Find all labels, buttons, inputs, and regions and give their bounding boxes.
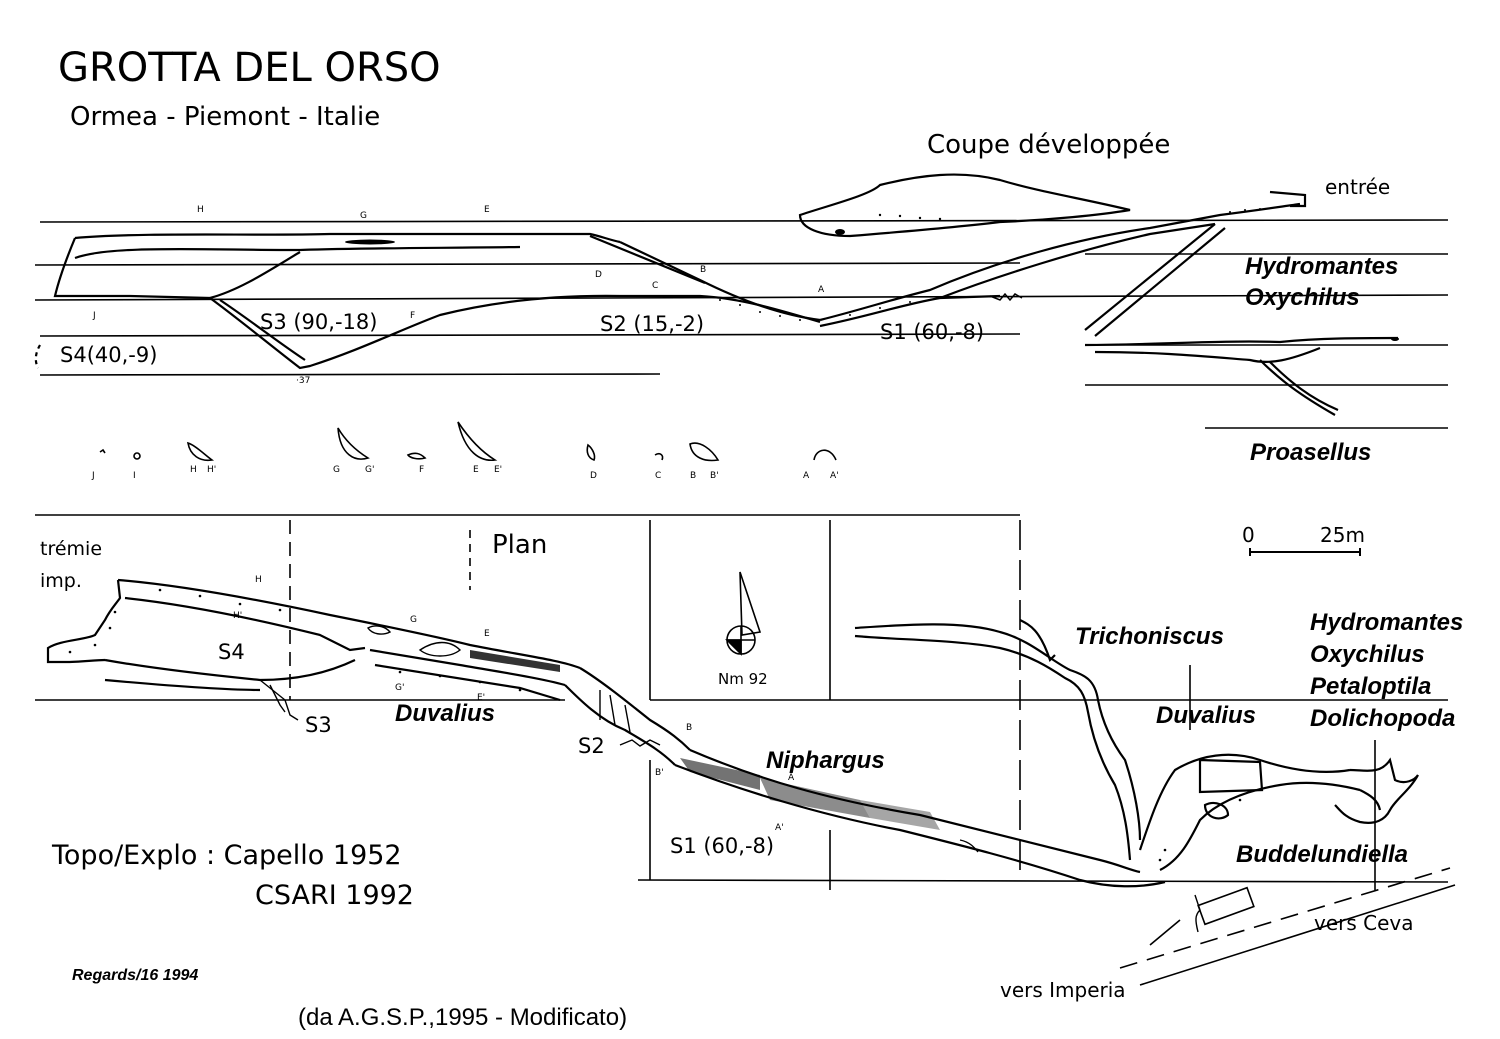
fauna-proasellus: Proasellus <box>1250 439 1372 466</box>
plan-cave-outline <box>46 578 1419 888</box>
grid-line <box>39 373 661 376</box>
svg-text:B': B' <box>655 768 664 778</box>
svg-text:H: H <box>197 205 204 215</box>
sump-label-s3: S3 (90,-18) <box>260 310 378 334</box>
svg-text:A': A' <box>775 823 784 833</box>
entrance-label: entrée <box>1325 175 1391 199</box>
survey-credit-2: CSARI 1992 <box>255 880 414 911</box>
grid-line <box>34 262 1021 266</box>
sump-label-s1: S1 (60,-8) <box>880 320 985 344</box>
road-vers-imperia: vers Imperia <box>1000 978 1126 1002</box>
svg-text:A: A <box>788 773 795 783</box>
svg-text:D: D <box>595 270 602 280</box>
svg-text:H': H' <box>207 465 216 475</box>
svg-text:B: B <box>690 471 696 481</box>
svg-text:E: E <box>484 205 490 215</box>
north-label: Nm 92 <box>718 670 768 688</box>
terminal-label-imp: imp. <box>40 570 82 592</box>
fauna-niphargus: Niphargus <box>766 747 885 774</box>
fauna-petaloptila: Petaloptila <box>1310 673 1432 700</box>
svg-text:G': G' <box>395 683 404 693</box>
svg-text:H: H <box>255 575 262 585</box>
map-subtitle: Ormea - Piemont - Italie <box>70 102 381 132</box>
svg-text:G: G <box>333 465 340 475</box>
svg-text:F: F <box>419 465 424 475</box>
road-vers-ceva: vers Ceva <box>1314 911 1414 935</box>
scale-zero: 0 <box>1242 523 1255 547</box>
svg-text:J: J <box>92 311 96 321</box>
svg-text:A': A' <box>830 471 839 481</box>
north-arrow <box>725 571 762 656</box>
svg-text:A: A <box>818 285 825 295</box>
svg-text:D: D <box>590 471 597 481</box>
fauna-oxychilus-plan: Oxychilus <box>1310 641 1425 668</box>
fauna-trichoniscus: Trichoniscus <box>1075 623 1224 650</box>
plan-sump-s4: S4 <box>218 640 245 664</box>
source-credit: (da A.G.S.P.,1995 - Modificato) <box>298 1004 628 1031</box>
publication-credit: Regards/16 1994 <box>72 967 199 984</box>
plan-dots <box>68 588 1242 862</box>
terminal-label-trémie: trémie <box>40 538 103 560</box>
svg-text:E: E <box>484 629 490 639</box>
section-title: Coupe développée <box>927 130 1171 160</box>
plan-title: Plan <box>492 530 548 560</box>
svg-text:J: J <box>91 471 95 481</box>
svg-text:E': E' <box>494 465 502 475</box>
svg-text:F: F <box>410 311 415 321</box>
fauna-hydromantes-profile: Hydromantes <box>1245 253 1399 280</box>
svg-text:B: B <box>686 723 692 733</box>
svg-text:·37: ·37 <box>296 376 310 386</box>
sump-label-s4: S4(40,-9) <box>60 343 158 367</box>
svg-text:I: I <box>133 471 136 481</box>
grid-lines <box>34 219 1449 890</box>
svg-text:G: G <box>410 615 417 625</box>
plan-sump-s3: S3 <box>305 713 332 737</box>
svg-text:H: H <box>190 465 197 475</box>
profile-fill <box>345 229 1399 341</box>
fauna-hydromantes-plan: Hydromantes <box>1310 609 1464 636</box>
fauna-duvalius-right: Duvalius <box>1156 702 1257 729</box>
fauna-buddelundiella: Buddelundiella <box>1236 841 1409 868</box>
svg-text:E': E' <box>477 693 485 703</box>
map-title: GROTTA DEL ORSO <box>58 45 441 91</box>
svg-text:H': H' <box>233 611 242 621</box>
grid-line <box>637 879 1449 883</box>
survey-credit-1: Topo/Explo : Capello 1952 <box>52 840 402 871</box>
svg-text:C: C <box>652 281 658 291</box>
roads <box>1119 867 1456 986</box>
fauna-duvalius-plan: Duvalius <box>395 700 496 727</box>
profile-dots <box>719 208 1261 321</box>
section-letters: H G E D C B A J F ·37 J I H H' G G' F E E' D C B B' A A' H… <box>91 205 839 833</box>
sump-label-s2: S2 (15,-2) <box>600 312 705 336</box>
svg-text:B': B' <box>710 471 719 481</box>
svg-text:G': G' <box>365 465 374 475</box>
scale-bar <box>1249 548 1361 556</box>
svg-text:B: B <box>700 265 706 275</box>
svg-text:C: C <box>655 471 661 481</box>
cross-section-glyphs <box>99 421 837 462</box>
svg-text:G: G <box>360 211 367 221</box>
plan-sump-s2: S2 <box>578 734 605 758</box>
svg-text:E: E <box>473 465 479 475</box>
plan-hatched-section <box>470 650 940 830</box>
profile-cave-outline <box>34 173 1399 416</box>
fauna-oxychilus-profile: Oxychilus <box>1245 284 1360 311</box>
scale-length: 25m <box>1320 523 1365 547</box>
grid-line <box>39 219 1449 223</box>
grid-line <box>39 333 1021 337</box>
fauna-dolichopoda: Dolichopoda <box>1310 705 1456 732</box>
plan-sump-s1: S1 (60,-8) <box>670 834 775 858</box>
svg-text:A: A <box>803 471 810 481</box>
plan-details <box>259 625 1201 933</box>
